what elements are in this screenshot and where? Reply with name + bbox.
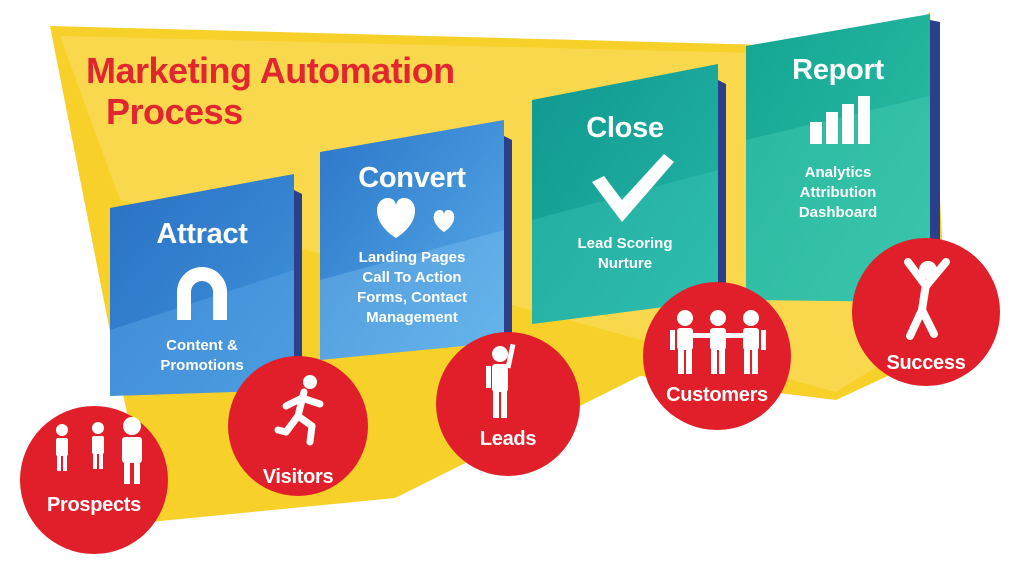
- running-person-head: [303, 375, 317, 389]
- running-person-icon: [274, 388, 324, 446]
- leads-circle: [436, 332, 580, 476]
- diagram-title: Marketing Automation Process: [86, 50, 455, 132]
- waving-person-icon: [486, 343, 516, 418]
- three-people-icon: [670, 310, 766, 374]
- checkmark-icon: [592, 154, 674, 222]
- attract-panel-sheen: [110, 270, 294, 396]
- stage-attract-description: Content & Promotions: [110, 336, 294, 376]
- stage-convert-name: Convert: [358, 162, 466, 194]
- title-line-1: Marketing Automation: [86, 50, 455, 91]
- attract-panel: [110, 174, 294, 396]
- milestone-success-label: Success: [886, 352, 966, 374]
- milestone-leads-label: Leads: [479, 428, 537, 450]
- stage-convert-line: Call To Action: [362, 269, 462, 286]
- stage-convert-description: Landing Pages Call To Action Forms, Cont…: [320, 248, 504, 328]
- milestone-customers-label: Customers: [666, 384, 768, 406]
- stage-close-line: Nurture: [597, 255, 653, 272]
- bar-chart-icon: [810, 96, 870, 144]
- close-panel-shadow: [718, 80, 726, 300]
- milestone-prospects-label: Prospects: [46, 494, 141, 516]
- report-panel: [746, 14, 930, 302]
- celebrating-person-head: [919, 261, 937, 279]
- stage-convert-line: Landing Pages: [358, 249, 466, 266]
- milestone-visitors-label: Visitors: [262, 466, 334, 488]
- group-icon: [56, 417, 142, 484]
- visitors-circle: [228, 356, 368, 496]
- convert-panel-shadow: [504, 136, 512, 342]
- stage-attract-line: Content &: [166, 337, 238, 354]
- stage-report-line: Attribution: [799, 184, 877, 201]
- stage-close-name: Close: [586, 112, 664, 144]
- stage-convert-line: Forms, Contact: [356, 289, 467, 306]
- report-panel-sheen: [746, 96, 930, 302]
- attract-panel-shadow: [294, 190, 302, 390]
- stage-attract-name: Attract: [156, 218, 248, 250]
- magnet-icon: [177, 267, 227, 320]
- stage-report-description: Analytics Attribution Dashboard: [746, 163, 930, 223]
- stage-close-description: Lead Scoring Nurture: [532, 234, 718, 274]
- stage-close-line: Lead Scoring: [577, 235, 673, 252]
- stage-report-name: Report: [792, 54, 884, 86]
- report-panel-shadow: [930, 20, 940, 302]
- convert-panel-sheen: [320, 230, 504, 360]
- close-panel: [532, 64, 718, 324]
- close-panel-sheen: [532, 170, 718, 324]
- hearts-icon: [376, 198, 455, 238]
- convert-panel: [320, 120, 504, 360]
- stage-attract-line: Promotions: [160, 357, 244, 374]
- title-line-2: Process: [106, 91, 243, 132]
- celebrating-person-icon: [904, 258, 950, 340]
- stage-report-line: Dashboard: [798, 204, 878, 221]
- stage-convert-line: Management: [366, 309, 458, 326]
- stage-report-line: Analytics: [804, 164, 872, 181]
